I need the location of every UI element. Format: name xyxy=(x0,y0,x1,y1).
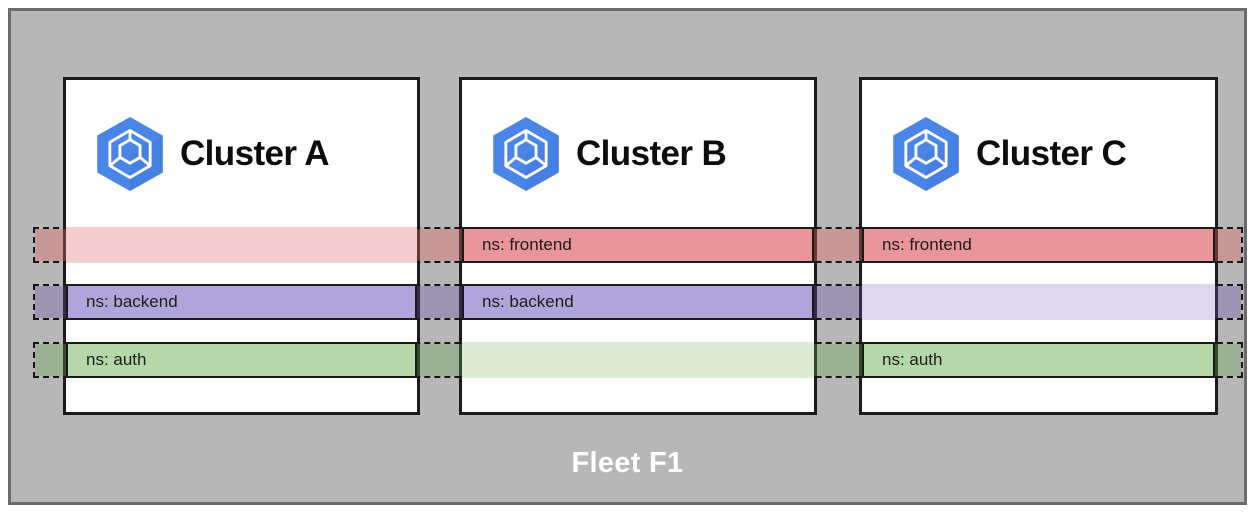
gke-cluster-icon xyxy=(88,112,172,196)
cluster-b-header: Cluster B xyxy=(462,80,814,228)
fleet-container: Cluster A xyxy=(8,8,1247,505)
namespace-cell-cluster-c-backend[interactable] xyxy=(862,284,1215,320)
cluster-c-header: Cluster C xyxy=(862,80,1215,228)
namespace-cell-cluster-a-frontend[interactable] xyxy=(66,227,417,263)
namespace-cell-cluster-b-frontend[interactable]: ns: frontend xyxy=(462,227,814,263)
cluster-a-title: Cluster A xyxy=(180,134,329,173)
namespace-cell-cluster-a-auth[interactable]: ns: auth xyxy=(66,342,417,378)
namespace-cell-label: ns: auth xyxy=(882,350,943,369)
namespace-cell-cluster-a-backend[interactable]: ns: backend xyxy=(66,284,417,320)
namespace-cell-cluster-c-frontend[interactable]: ns: frontend xyxy=(862,227,1215,263)
namespace-cell-cluster-b-backend[interactable]: ns: backend xyxy=(462,284,814,320)
namespace-cell-label: ns: backend xyxy=(86,292,178,311)
namespace-cell-label: ns: frontend xyxy=(482,235,572,254)
gke-cluster-icon xyxy=(884,112,968,196)
namespace-cell-label: ns: auth xyxy=(86,350,147,369)
cluster-c-title: Cluster C xyxy=(976,134,1127,173)
fleet-label: Fleet F1 xyxy=(571,447,684,479)
namespace-cell-label: ns: frontend xyxy=(882,235,972,254)
namespace-cell-cluster-b-auth[interactable] xyxy=(462,342,814,378)
namespace-cell-cluster-c-auth[interactable]: ns: auth xyxy=(862,342,1215,378)
cluster-a-header: Cluster A xyxy=(66,80,417,228)
gke-cluster-icon xyxy=(484,112,568,196)
cluster-b-title: Cluster B xyxy=(576,134,727,173)
namespace-cell-label: ns: backend xyxy=(482,292,574,311)
